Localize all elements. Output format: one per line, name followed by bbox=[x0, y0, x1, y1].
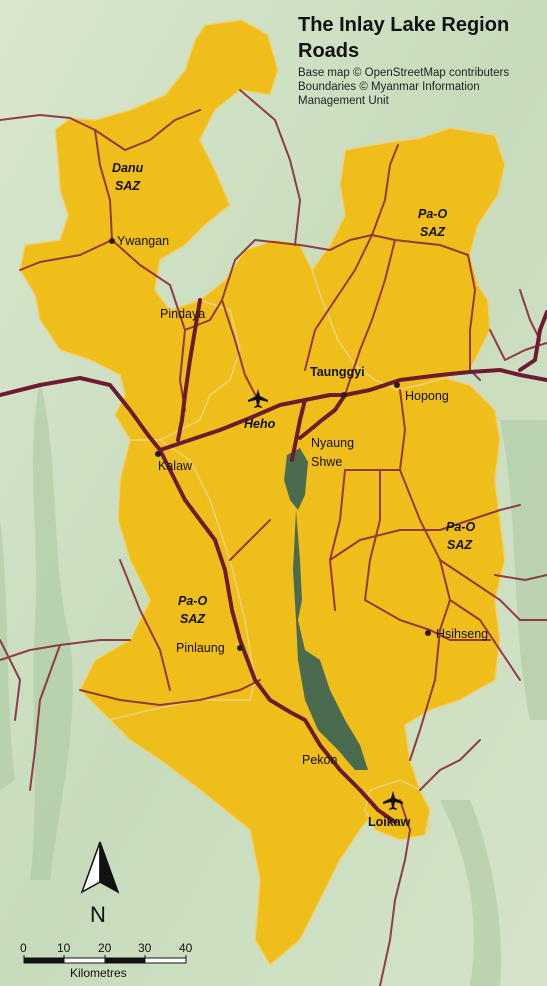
region-label-pao-ne-line1: Pa-O bbox=[418, 207, 447, 221]
place-label-nyaungshwe-line1: Nyaung bbox=[311, 436, 354, 450]
place-label-hsihseng: Hsihseng bbox=[436, 627, 488, 641]
scale-tick-10: 10 bbox=[57, 941, 71, 955]
map-title-line1: The Inlay Lake Region bbox=[298, 14, 510, 36]
region-label-danu-line1: Danu bbox=[112, 161, 144, 175]
place-label-pindaya: Pindaya bbox=[160, 307, 205, 321]
town-dot-kalaw bbox=[155, 451, 161, 457]
basemap-credit: Base map © OpenStreetMap contributers bbox=[298, 67, 510, 79]
region-labels: Danu SAZ Pa-O SAZ Pa-O SAZ Pa-O SAZ bbox=[112, 161, 475, 626]
region-label-danu-line2: SAZ bbox=[115, 179, 141, 193]
major-roads bbox=[0, 298, 547, 824]
scale-tick-0: 0 bbox=[20, 941, 27, 955]
place-label-pinlaung: Pinlaung bbox=[176, 641, 225, 655]
place-label-loikaw: Loikaw bbox=[368, 815, 411, 829]
scale-tick-40: 40 bbox=[179, 941, 193, 955]
compass-label: N bbox=[90, 902, 106, 927]
town-dot-hopong bbox=[394, 382, 400, 388]
minor-roads bbox=[0, 89, 547, 986]
compass-icon bbox=[80, 841, 120, 894]
title-block: The Inlay Lake Region Roads Base map © O… bbox=[298, 12, 543, 108]
airport-icon-heho bbox=[248, 389, 268, 408]
scale-tick-20: 20 bbox=[98, 941, 112, 955]
region-label-pao-w-line2: SAZ bbox=[180, 612, 206, 626]
place-label-heho: Heho bbox=[244, 417, 276, 431]
scale-unit: Kilometres bbox=[70, 966, 127, 980]
place-label-hopong: Hopong bbox=[405, 389, 449, 403]
place-label-kalaw: Kalaw bbox=[158, 459, 193, 473]
town-markers bbox=[109, 238, 431, 651]
region-label-pao-e-line2: SAZ bbox=[447, 538, 473, 552]
region-loikaw bbox=[364, 779, 431, 841]
inlay-lake bbox=[284, 448, 368, 770]
airport-icon-loikaw bbox=[383, 791, 403, 810]
scale-tick-30: 30 bbox=[138, 941, 152, 955]
place-label-nyaungshwe-line2: Shwe bbox=[311, 455, 342, 469]
place-label-pekon: Pekon bbox=[302, 753, 337, 767]
region-label-pao-ne-line2: SAZ bbox=[420, 225, 446, 239]
place-label-taunggyi: Taunggyi bbox=[310, 365, 365, 379]
town-dot-pinlaung bbox=[237, 645, 243, 651]
region-label-pao-e-line1: Pa-O bbox=[446, 520, 475, 534]
place-label-ywangan: Ywangan bbox=[117, 234, 169, 248]
town-dot-taunggyi bbox=[341, 392, 347, 398]
region-label-pao-w-line1: Pa-O bbox=[178, 594, 207, 608]
town-dot-ywangan bbox=[109, 238, 115, 244]
map-title-line2: Roads bbox=[298, 40, 360, 62]
boundaries-credit: Boundaries © Myanmar Information Managem… bbox=[298, 81, 480, 107]
scale-bar: 0 10 20 30 40 Kilometres bbox=[20, 941, 193, 980]
region-pao-w-saz bbox=[79, 439, 256, 721]
place-labels: Ywangan Pindaya Taunggyi Hopong Heho Kal… bbox=[117, 234, 488, 829]
town-dot-hsihseng bbox=[425, 630, 431, 636]
